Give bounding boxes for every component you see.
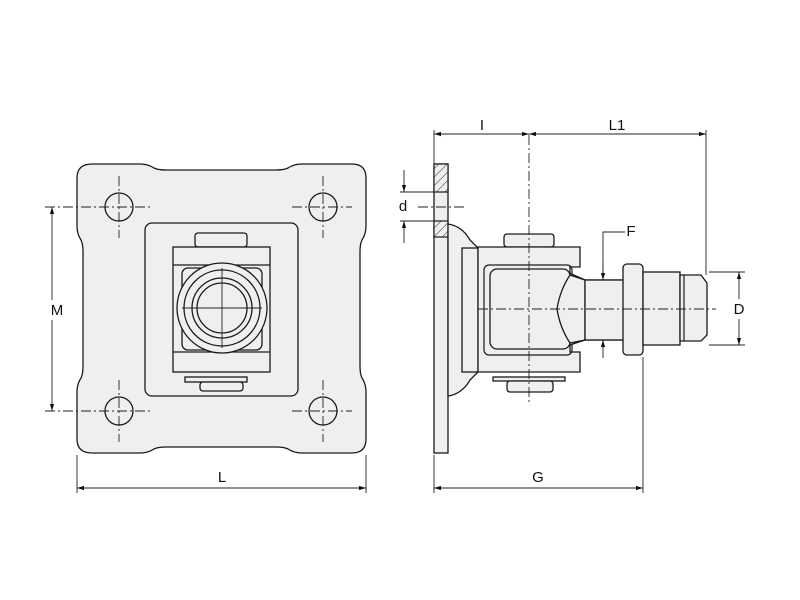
dimension-m: M <box>47 207 67 411</box>
side-view: I L1 d F D G <box>399 117 749 493</box>
top-pin-cap <box>194 232 248 248</box>
shaft-body <box>642 271 681 346</box>
dimension-label-i: I <box>480 117 484 134</box>
dimension-label-d-thread: D <box>734 301 745 318</box>
dimension-d-thread: D <box>709 271 749 346</box>
bottom-pin-cap <box>199 381 244 392</box>
dimension-l: L <box>76 455 367 493</box>
dimension-label-l1: L1 <box>609 117 626 134</box>
dimension-g: G <box>433 357 644 493</box>
dimension-label-f: F <box>626 223 635 240</box>
hole-centerlines <box>45 176 352 442</box>
dimension-label-g: G <box>532 469 544 486</box>
dimension-d-hole: d <box>399 170 434 243</box>
pin-rings <box>176 262 268 354</box>
thread <box>679 274 708 342</box>
dimension-f: F <box>600 223 636 358</box>
dimension-label-l: L <box>218 469 226 486</box>
side-bottom-pin-cap <box>506 380 554 393</box>
front-view: M L <box>45 163 367 493</box>
dimension-label-m: M <box>51 302 64 319</box>
dimension-i-l1: I L1 <box>433 117 707 275</box>
nut <box>622 263 644 356</box>
dimension-label-d: d <box>399 198 407 215</box>
washer <box>184 376 248 383</box>
